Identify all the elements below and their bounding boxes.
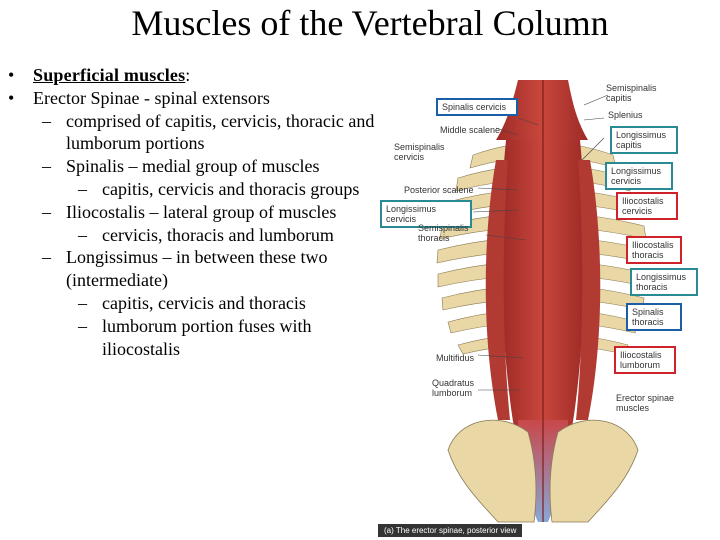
bullet-text: cervicis, thoracis and lumborum bbox=[102, 224, 334, 245]
label-multifidus: Multifidus bbox=[436, 353, 475, 363]
dash-marker: – bbox=[78, 315, 87, 336]
bullet-text: comprised of capitis, cervicis, thoracic… bbox=[66, 110, 375, 154]
erector-spinae-figure: Semispinalis capitis Splenius Spinalis c… bbox=[378, 60, 720, 540]
label-spinalis-cervicis: Spinalis cervicis bbox=[436, 98, 518, 116]
figure-caption: (a) The erector spinae, posterior view bbox=[378, 524, 523, 537]
bullet-erector-spinae: • Erector Spinae - spinal extensors bbox=[0, 87, 400, 110]
sub-bullet-spinalis: – Spinalis – medial group of muscles bbox=[0, 155, 396, 178]
bullet-text: Iliocostalis – lateral group of muscles bbox=[66, 201, 337, 222]
label-iliocostalis-cervicis: Iliocostalis cervicis bbox=[616, 192, 678, 220]
bullet-list: • Superficial muscles: • Erector Spinae … bbox=[0, 64, 400, 360]
label-spinalis-thoracis: Spinalis thoracis bbox=[626, 303, 682, 331]
label-semispinalis-thoracis: Semispinalis thoracis bbox=[418, 223, 469, 243]
sub-bullet-longissimus: – Longissimus – in between these two (in… bbox=[0, 246, 396, 292]
dash-marker: – bbox=[42, 156, 51, 177]
label-erector-spinae-muscles: Erector spinae muscles bbox=[616, 393, 675, 413]
label-semispinalis-cervicis: Semispinalis cervicis bbox=[394, 142, 445, 162]
dash-marker: – bbox=[42, 247, 51, 268]
superficial-muscles-link[interactable]: Superficial muscles bbox=[33, 65, 186, 85]
bullet-text: Erector Spinae - spinal extensors bbox=[33, 87, 270, 108]
sub-sub-bullet-lumborum-fusion: – lumborum portion fuses with iliocostal… bbox=[0, 315, 372, 361]
bullet-marker: • bbox=[8, 87, 15, 108]
label-longissimus-cervicis-right: Longissimus cervicis bbox=[605, 162, 673, 190]
bullet-text: Longissimus – in between these two (inte… bbox=[66, 247, 328, 291]
label-iliocostalis-thoracis: Iliocostalis thoracis bbox=[626, 236, 682, 264]
dash-marker: – bbox=[78, 178, 87, 199]
back-muscles-illustration bbox=[436, 80, 650, 523]
label-middle-scalene: Middle scalene bbox=[440, 125, 501, 135]
sub-bullet-portions: – comprised of capitis, cervicis, thorac… bbox=[0, 110, 396, 156]
sub-sub-bullet-spinalis-groups: – capitis, cervicis and thoracis groups bbox=[0, 178, 372, 201]
bullet-text: capitis, cervicis and thoracis groups bbox=[102, 178, 360, 199]
dash-marker: – bbox=[78, 224, 87, 245]
label-longissimus-capitis: Longissimus capitis bbox=[610, 126, 678, 154]
label-iliocostalis-lumborum: Iliocostalis lumborum bbox=[614, 346, 676, 374]
dash-marker: – bbox=[78, 292, 87, 313]
label-longissimus-cervicis-left: Longissimus cervicis bbox=[380, 200, 472, 228]
label-longissimus-thoracis: Longissimus thoracis bbox=[630, 268, 698, 296]
bullet-text: capitis, cervicis and thoracis bbox=[102, 292, 306, 313]
bullet-text: lumborum portion fuses with iliocostalis bbox=[102, 315, 312, 359]
bullet-superficial-muscles: • Superficial muscles: bbox=[0, 64, 400, 87]
bullet-text: Spinalis – medial group of muscles bbox=[66, 156, 320, 177]
label-posterior-scalene: Posterior scalene bbox=[404, 185, 474, 195]
bullet-colon: : bbox=[185, 65, 191, 85]
label-semispinalis-capitis: Semispinalis capitis bbox=[606, 83, 657, 103]
sub-sub-bullet-iliocostalis-groups: – cervicis, thoracis and lumborum bbox=[0, 224, 372, 247]
sub-bullet-iliocostalis: – Iliocostalis – lateral group of muscle… bbox=[0, 201, 396, 224]
label-splenius: Splenius bbox=[608, 110, 643, 120]
label-quadratus-lumborum: Quadratus lumborum bbox=[432, 378, 475, 398]
bullet-marker: • bbox=[8, 65, 15, 85]
sub-sub-bullet-longissimus-groups: – capitis, cervicis and thoracis bbox=[0, 292, 372, 315]
slide-title: Muscles of the Vertebral Column bbox=[131, 3, 609, 43]
dash-marker: – bbox=[42, 110, 51, 131]
dash-marker: – bbox=[42, 201, 51, 222]
